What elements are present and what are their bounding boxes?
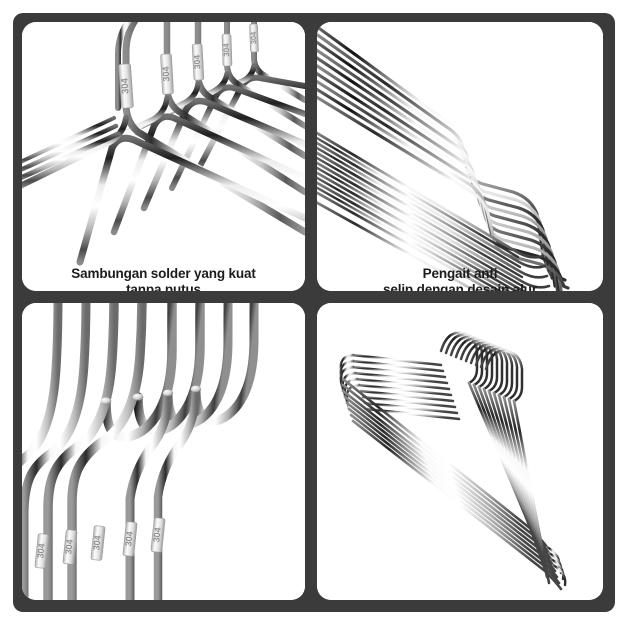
svg-text:304: 304	[151, 527, 163, 543]
svg-text:304: 304	[161, 66, 172, 82]
hanger-stack-full-view-image	[317, 303, 603, 600]
svg-text:304: 304	[192, 54, 203, 69]
svg-text:304: 304	[119, 77, 131, 94]
svg-text:304: 304	[63, 539, 75, 555]
feature-caption-top-right: Pengait anti selip dengan desain alur	[383, 266, 537, 291]
hanger-shoulder-joint-closeup-image: 304 304 304 304	[22, 22, 305, 291]
svg-text:304: 304	[222, 43, 231, 57]
feature-caption-top-left: Sambungan solder yang kuat tanpa putus	[71, 266, 256, 291]
feature-panel-top-left[interactable]: 304 304 304 304	[22, 22, 305, 291]
feature-panel-bottom-right[interactable]: Dipoles halus dan tidak membuat luka	[317, 303, 603, 600]
svg-text:304: 304	[35, 543, 47, 559]
feature-panel-top-right[interactable]: Pengait anti selip dengan desain alur	[317, 22, 603, 291]
hanger-hooks-closeup-image: 304 304 304 304	[22, 303, 305, 600]
feature-panel-bottom-left[interactable]: 304 304 304 304	[22, 303, 305, 600]
hanger-anti-slip-notch-closeup-image	[317, 22, 603, 291]
svg-text:304: 304	[123, 531, 135, 547]
svg-text:304: 304	[249, 31, 258, 45]
svg-text:304: 304	[91, 535, 103, 551]
